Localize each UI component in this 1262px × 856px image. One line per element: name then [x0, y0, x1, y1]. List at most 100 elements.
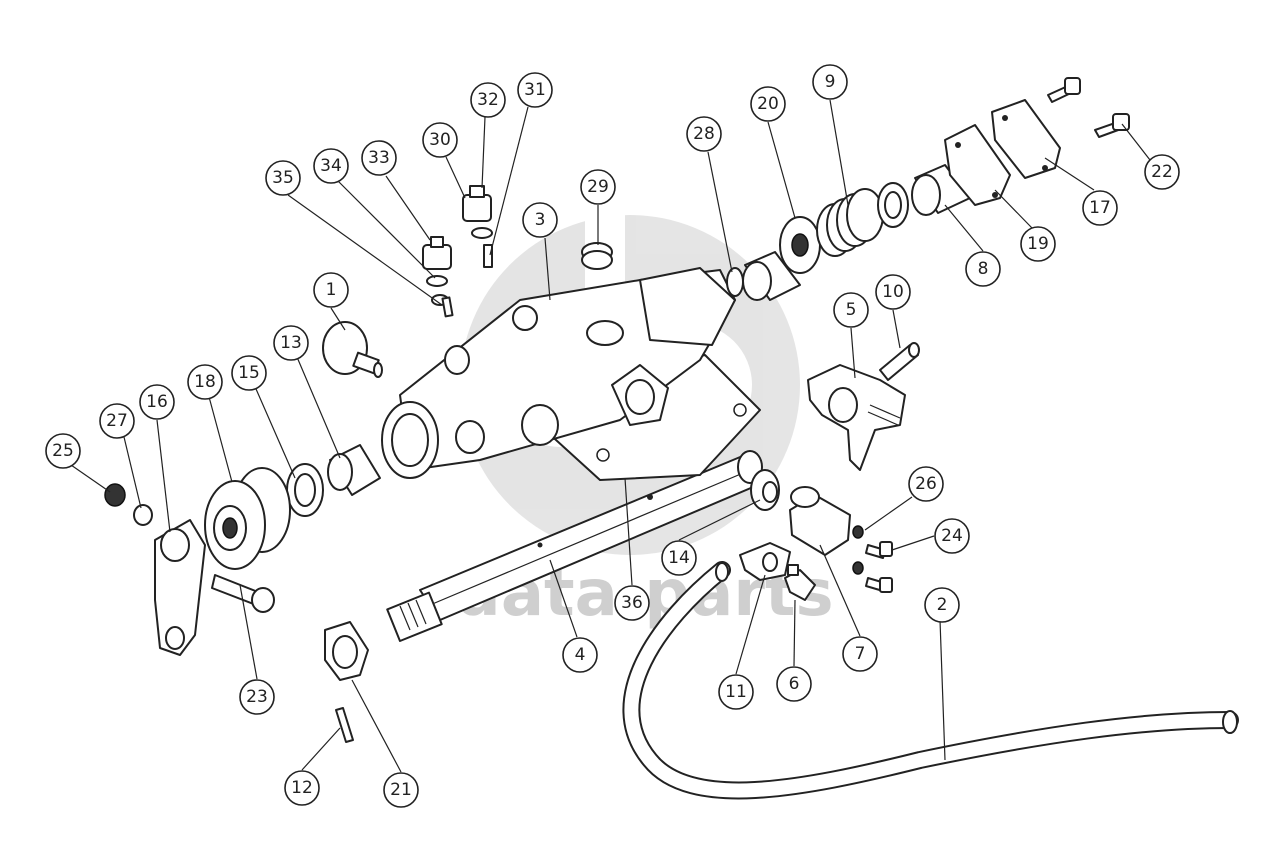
callout-11: 11: [718, 674, 754, 710]
svg-text:32: 32: [477, 90, 499, 110]
callout-23: 23: [239, 679, 275, 715]
ring-part: [877, 182, 909, 228]
svg-text:20: 20: [757, 94, 779, 114]
svg-text:26: 26: [915, 474, 937, 494]
callout-30: 30: [422, 122, 458, 158]
svg-text:3: 3: [535, 210, 546, 230]
valve-30-part: [462, 185, 493, 268]
svg-text:22: 22: [1151, 162, 1173, 182]
svg-text:14: 14: [668, 548, 690, 568]
washer-27-part: [133, 504, 153, 526]
svg-text:29: 29: [587, 177, 609, 197]
svg-text:36: 36: [621, 593, 643, 613]
callout-18: 18: [187, 364, 223, 400]
callout-10: 10: [875, 274, 911, 310]
bolt-23-part: [211, 574, 275, 613]
svg-text:27: 27: [106, 411, 128, 431]
bolt-22b-part: [1094, 113, 1130, 138]
svg-text:35: 35: [272, 168, 294, 188]
seal-15-part: [286, 463, 324, 517]
callout-5: 5: [833, 292, 869, 328]
lever-16-part: [154, 519, 206, 656]
svg-text:24: 24: [941, 526, 963, 546]
svg-text:34: 34: [320, 156, 342, 176]
callout-15: 15: [231, 355, 267, 391]
nut-25-part: [104, 483, 126, 507]
callout-16: 16: [139, 384, 175, 420]
svg-text:8: 8: [978, 259, 989, 279]
svg-text:28: 28: [693, 124, 715, 144]
svg-text:21: 21: [390, 780, 412, 800]
callout-3: 3: [522, 202, 558, 238]
callout-12: 12: [284, 770, 320, 806]
svg-text:31: 31: [524, 80, 546, 100]
valve-33-part: [422, 236, 454, 318]
svg-text:9: 9: [825, 72, 836, 92]
callout-17: 17: [1082, 190, 1118, 226]
housing-part: [381, 267, 761, 481]
svg-text:10: 10: [882, 282, 904, 302]
callout-4: 4: [562, 637, 598, 673]
bolt-22a-part: [1047, 77, 1081, 103]
svg-text:17: 17: [1089, 198, 1111, 218]
svg-text:1: 1: [326, 280, 337, 300]
callout-33: 33: [361, 140, 397, 176]
bolt-24-part: [865, 541, 893, 593]
ring-29-part: [581, 242, 613, 270]
arm-5-part: [807, 364, 906, 471]
block-7-part: [789, 486, 851, 556]
callout-7: 7: [842, 636, 878, 672]
callout-14: 14: [661, 540, 697, 576]
gasket-14-part: [750, 469, 780, 511]
pin-10-part: [879, 342, 920, 381]
callout-2: 2: [924, 587, 960, 623]
spring-9-part: [816, 188, 884, 257]
svg-text:2: 2: [937, 595, 948, 615]
svg-text:11: 11: [725, 682, 747, 702]
callout-21: 21: [383, 772, 419, 808]
gasket-19-part: [944, 124, 1011, 206]
callout-35: 35: [265, 160, 301, 196]
svg-text:19: 19: [1027, 234, 1049, 254]
bushing-8-part: [911, 164, 971, 216]
svg-text:12: 12: [291, 778, 313, 798]
callout-27: 27: [99, 403, 135, 439]
callout-29: 29: [580, 169, 616, 205]
callout-28: 28: [686, 116, 722, 152]
cover-17-part: [991, 99, 1061, 179]
callout-32: 32: [470, 82, 506, 118]
svg-text:30: 30: [429, 130, 451, 150]
seal-26-part: [852, 525, 864, 575]
callout-36: 36: [614, 585, 650, 621]
cap-1-part: [322, 321, 383, 378]
callout-8: 8: [965, 251, 1001, 287]
callout-19: 19: [1020, 226, 1056, 262]
callout-20: 20: [750, 86, 786, 122]
callout-26: 26: [908, 466, 944, 502]
fitting-6-part: [784, 564, 816, 601]
svg-text:6: 6: [789, 674, 800, 694]
svg-text:25: 25: [52, 441, 74, 461]
hose-2-part: [622, 561, 1239, 800]
oring-28-part: [726, 267, 744, 297]
svg-text:16: 16: [146, 392, 168, 412]
callout-34: 34: [313, 148, 349, 184]
callout-24: 24: [934, 518, 970, 554]
fitting-11-part: [739, 542, 791, 581]
callout-22: 22: [1144, 154, 1180, 190]
pin-12-part: [335, 707, 354, 743]
svg-text:5: 5: [846, 300, 857, 320]
svg-text:7: 7: [855, 644, 866, 664]
leader-lines: [70, 99, 1151, 773]
sleeve-13-part: [327, 444, 381, 496]
callout-25: 25: [45, 433, 81, 469]
callout-31: 31: [517, 72, 553, 108]
callout-6: 6: [776, 666, 812, 702]
callout-1: 1: [313, 272, 349, 308]
sleeve-part: [742, 251, 801, 301]
svg-text:18: 18: [194, 372, 216, 392]
svg-text:33: 33: [368, 148, 390, 168]
bearing-20-part: [779, 216, 821, 274]
